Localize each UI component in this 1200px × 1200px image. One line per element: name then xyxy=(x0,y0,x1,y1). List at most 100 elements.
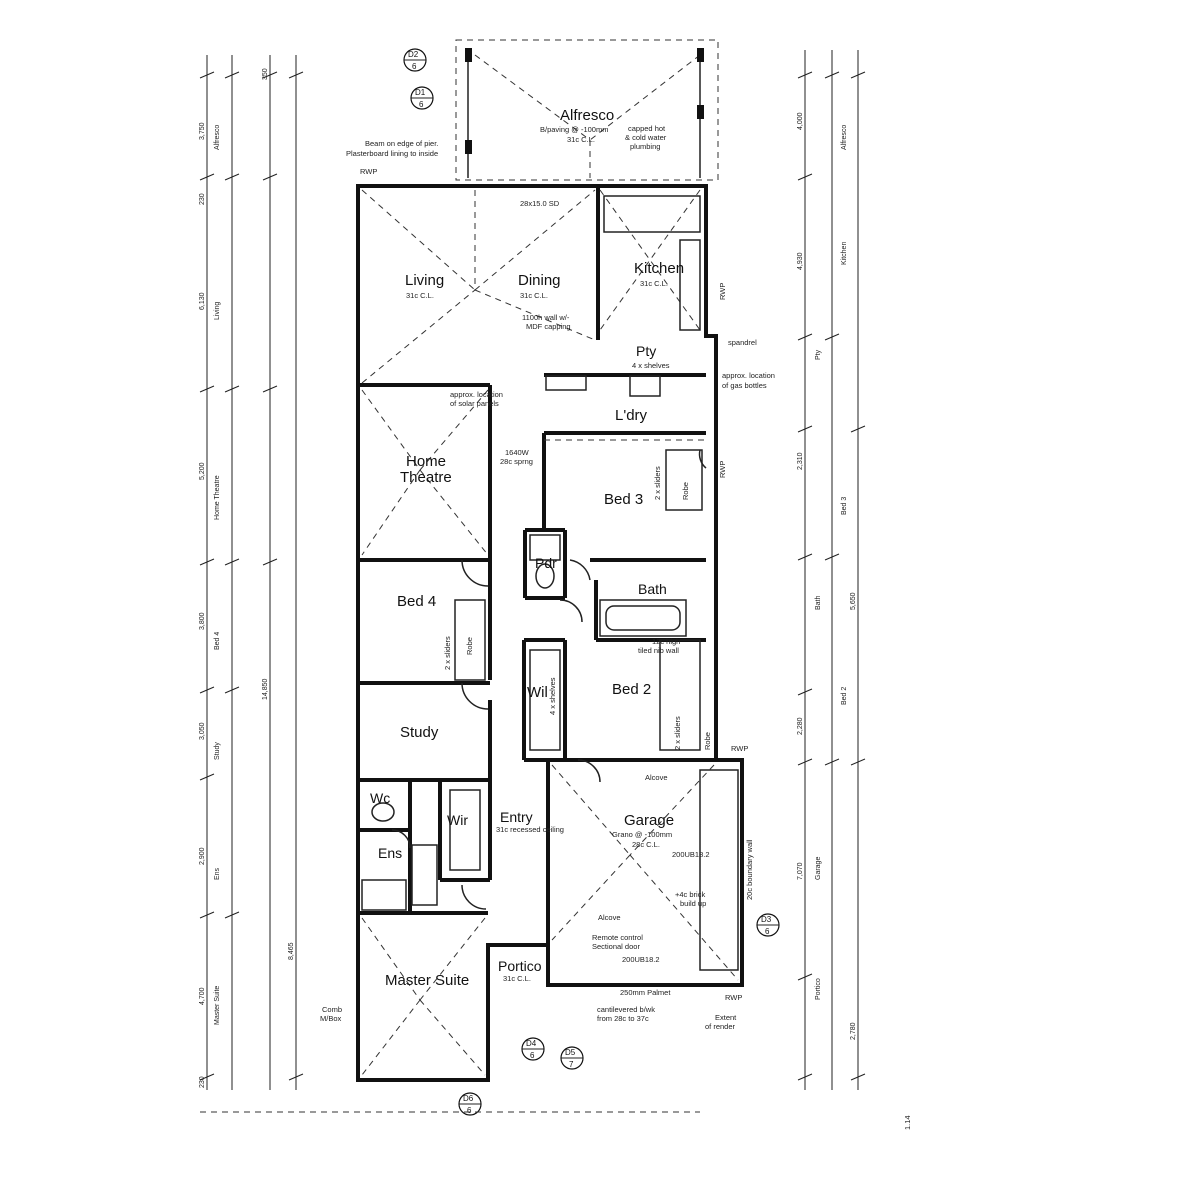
robe-bed2: Robe xyxy=(703,732,712,750)
tag-d5-top: D5 xyxy=(565,1048,576,1057)
room-laundry: L'dry xyxy=(615,407,648,424)
dim-right-label-4: Bath xyxy=(815,595,822,610)
dim-right-label-6: Garage xyxy=(815,857,822,880)
gas-note: approx. location xyxy=(722,371,775,380)
room-labels: Alfresco B/paving @ -100mm 31c C.L. Livi… xyxy=(370,107,684,989)
tag-d6-bottom: 6 xyxy=(467,1106,472,1115)
dim-left-label-0: Alfresco xyxy=(214,125,221,150)
portico-ceiling: 31c C.L. xyxy=(503,974,531,983)
dim-right-label-7: Portico xyxy=(815,978,822,1000)
gas-note-2: of gas bottles xyxy=(722,381,767,390)
alcove-note-top: Alcove xyxy=(645,773,668,782)
garage-floor-note: Grano @ -100mm xyxy=(612,830,672,839)
dim-right-5: 7,070 xyxy=(797,862,804,880)
tiled-nib-note-2: tiled nib wall xyxy=(638,646,679,655)
dim-right-4: 2,280 xyxy=(797,717,804,735)
section-tag-d1: D1 6 xyxy=(410,86,434,110)
tag-d4-bottom: 6 xyxy=(530,1051,535,1060)
living-ceiling: 31c C.L. xyxy=(406,291,434,300)
wil-shelves: 4 x shelves xyxy=(548,677,557,715)
rwp-right-1: RWP xyxy=(718,283,727,300)
rwp-right-4: RWP xyxy=(725,993,742,1002)
alfresco-paving-note: B/paving @ -100mm xyxy=(540,125,608,134)
remote-note: Remote control xyxy=(592,933,643,942)
robe-bed3: Robe xyxy=(681,482,690,500)
dim-left-5: 3,050 xyxy=(199,722,206,740)
ceiling-lines xyxy=(361,189,739,1076)
spring-note-2: 28c sprng xyxy=(500,457,533,466)
dim-right-label-3: Bed 3 xyxy=(841,497,848,515)
garage-ceiling: 28c C.L. xyxy=(632,840,660,849)
solar-note-2: of solar panels xyxy=(450,399,499,408)
cantilever-note-2: from 28c to 37c xyxy=(597,1014,649,1023)
brick-note-2: build up xyxy=(680,899,706,908)
dim-right-1: 4,930 xyxy=(797,252,804,270)
right-dimension-strings: 4,000 4,930 2,310 5,650 2,280 7,070 2,78… xyxy=(797,50,866,1090)
section-tag-d5: D5 7 xyxy=(560,1046,584,1070)
room-wil: Wil xyxy=(527,684,548,701)
cantilever-note: cantilevered b/wk xyxy=(597,1005,655,1014)
room-pdr: Pdr xyxy=(535,555,557,571)
tag-d6-top: D6 xyxy=(463,1094,474,1103)
alfresco-area xyxy=(455,39,719,181)
room-alfresco: Alfresco xyxy=(560,107,614,124)
rwp-top: RWP xyxy=(360,167,377,176)
plumbing-note: plumbing xyxy=(630,142,660,151)
comb-note: Comb xyxy=(322,1005,342,1014)
room-home-theatre-line1: Home xyxy=(406,453,446,470)
rwp-right-3: RWP xyxy=(731,744,748,753)
handwritten-note: 1.14 xyxy=(903,1115,912,1130)
dim-left-label-5: Ens xyxy=(214,867,221,880)
dim-right-label-0: Alfresco xyxy=(841,125,848,150)
fixtures xyxy=(361,195,739,971)
dim-left-0: 3,750 xyxy=(199,122,206,140)
room-living: Living xyxy=(405,272,444,289)
dim-left-label-6: Master Suite xyxy=(214,986,221,1025)
room-bed2: Bed 2 xyxy=(612,681,651,698)
dim-right-label-5: Bed 2 xyxy=(841,687,848,705)
rwp-right-2: RWP xyxy=(718,461,727,478)
sliding-door-note: 28x15.0 SD xyxy=(520,199,560,208)
ub-note-2: 200UB18.2 xyxy=(622,955,660,964)
dim-left-3: 5,200 xyxy=(199,462,206,480)
sectional-note: Sectional door xyxy=(592,942,640,951)
dim-left-7: 4,700 xyxy=(199,987,206,1005)
dim-right-label-2: Pty xyxy=(815,349,822,360)
mbox-note: M/Box xyxy=(320,1014,342,1023)
dim-left-label-4: Study xyxy=(214,742,221,760)
sliders-note-bed3: 2 x sliders xyxy=(653,466,662,500)
kitchen-ceiling: 31c C.L. xyxy=(640,279,668,288)
spandrel-note: spandrel xyxy=(728,338,757,347)
tag-d5-bottom: 7 xyxy=(569,1060,574,1069)
dim-right-6: 2,780 xyxy=(850,1022,857,1040)
brick-note: +4c brick xyxy=(675,890,705,899)
dim-left-4: 3,800 xyxy=(199,612,206,630)
solar-note: approx. location xyxy=(450,390,503,399)
annotations: Beam on edge of pier. Plasterboard linin… xyxy=(320,124,775,1031)
room-ens: Ens xyxy=(378,845,402,861)
section-tag-d6: D6 6 xyxy=(458,1092,482,1116)
cold-water-note: & cold water xyxy=(625,133,667,142)
room-dining: Dining xyxy=(518,272,561,289)
robe-bed4: Robe xyxy=(465,637,474,655)
dim-left-label-3: Bed 4 xyxy=(214,632,221,650)
left-dimension-strings: 3,750 230 6,130 5,200 3,800 3,050 2,900 … xyxy=(199,55,304,1090)
dim-right-label-1: Kitchen xyxy=(841,242,848,265)
boundary-note: 20c boundary wall xyxy=(745,839,754,900)
dim-right-0: 4,000 xyxy=(797,112,804,130)
beam-note: Beam on edge of pier. xyxy=(365,139,438,148)
tag-d4-top: D4 xyxy=(526,1039,537,1048)
dim-outer-2: 8,465 xyxy=(288,942,295,960)
room-bed4: Bed 4 xyxy=(397,593,436,610)
render-note: Extent xyxy=(715,1013,737,1022)
room-entry: Entry xyxy=(500,809,533,825)
render-note-2: of render xyxy=(705,1022,736,1031)
spring-note: 1640W xyxy=(505,448,530,457)
plasterboard-note: Plasterboard lining to inside xyxy=(346,149,438,158)
alfresco-ceiling: 31c C.L. xyxy=(567,135,595,144)
dim-right-2: 2,310 xyxy=(797,452,804,470)
room-study: Study xyxy=(400,724,439,741)
room-bed3: Bed 3 xyxy=(604,491,643,508)
dim-outer-1: 14,850 xyxy=(262,678,269,700)
room-garage: Garage xyxy=(624,812,674,829)
